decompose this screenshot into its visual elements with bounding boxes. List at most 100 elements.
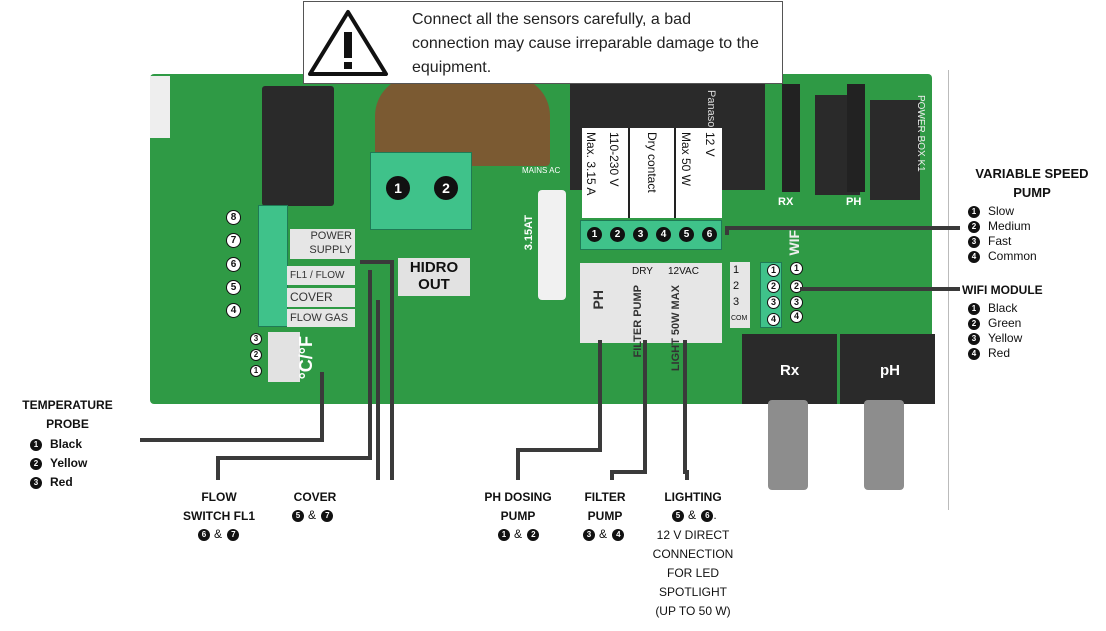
- lighting-amp: &: [688, 508, 697, 522]
- ph-dosing-title-2: PUMP: [500, 509, 536, 523]
- wifi-terminal-1: 1: [767, 264, 780, 277]
- wifi-label-1: 1: [733, 264, 740, 276]
- vsp-label-1: Slow: [988, 204, 1015, 218]
- wifi-terminal-3: 3: [767, 296, 780, 309]
- relay-terminal-3: 3: [633, 227, 648, 242]
- left-terminal-7: 7: [226, 233, 241, 248]
- filter-leader: [610, 340, 647, 480]
- filter-pump-title-1: FILTER: [584, 490, 626, 504]
- flow-pin-a: 6: [198, 528, 210, 541]
- left-terminal-block: [258, 205, 288, 327]
- cover-label: COVER: [287, 288, 355, 307]
- filter-pump-title-2: PUMP: [587, 509, 623, 523]
- wifi-module-title: WIFI MODULE: [962, 283, 1043, 297]
- rx-socket-label: Rx: [780, 362, 800, 379]
- relay-label-max315: Max. 3.15 A: [584, 132, 598, 196]
- power-supply-label: POWER SUPPLY: [290, 229, 355, 259]
- left-terminal-8: 8: [226, 210, 241, 225]
- white-connector: [150, 76, 170, 138]
- flow-leader: [216, 270, 372, 480]
- temp-probe-label-3: Red: [50, 475, 73, 489]
- ph-bnc-body: [864, 400, 904, 490]
- wifi-terminal-2: 2: [767, 280, 780, 293]
- wifi-label-2: 2: [733, 280, 740, 292]
- relay-terminal-2: 2: [610, 227, 625, 242]
- flow-switch-title-1: FLOW: [201, 490, 237, 504]
- wifi-num-3: 3: [968, 332, 980, 345]
- hidro-terminal-1: 1: [386, 176, 410, 200]
- rx-bnc-body: [768, 400, 808, 490]
- left-terminal-4: 4: [226, 303, 241, 318]
- vsp-label-3: Fast: [988, 234, 1012, 248]
- wifi-num-2: 2: [968, 317, 980, 330]
- temp-probe-label-2: Yellow: [50, 456, 88, 470]
- temp-terminal-2: 2: [250, 349, 262, 361]
- hidro-out-label-box: [398, 258, 470, 296]
- relay-bottom-panel: [580, 263, 722, 343]
- cover-amp: &: [308, 508, 317, 522]
- vsp-leader: [725, 226, 960, 235]
- warning-triangle-icon: [308, 10, 388, 76]
- module-component-2: [870, 100, 920, 200]
- cover-pins: 5& 7: [292, 508, 341, 523]
- vsp-item-3: 3 Fast: [968, 234, 1011, 249]
- temp-leader: [140, 372, 324, 442]
- relay-component: [262, 86, 334, 206]
- relay-terminal-5: 5: [679, 227, 694, 242]
- relay-label-panel: [582, 128, 722, 218]
- flow-amp: &: [214, 527, 223, 541]
- wifi-label-item-1: Black: [988, 301, 1018, 315]
- vsp-terminal-3: 3: [790, 296, 803, 309]
- lighting-note-2: CONNECTION: [652, 547, 734, 561]
- ph-header-label: PH: [846, 196, 862, 208]
- lighting-note-1: 12 V DIRECT: [656, 528, 730, 542]
- filter-pin-b: 4: [612, 528, 625, 541]
- temp-probe-title-2: PROBE: [46, 417, 89, 431]
- wifi-terminal-block: [760, 262, 782, 328]
- vsp-terminal-1: 1: [790, 262, 803, 275]
- vsp-title-1: VARIABLE SPEED: [975, 166, 1089, 181]
- flow-gas-label: FLOW GAS: [287, 309, 355, 327]
- relay-terminal-1: 1: [587, 227, 602, 242]
- vsp-num-3: 3: [968, 235, 980, 248]
- ph-pin-a: 1: [498, 528, 510, 541]
- ph-header: [847, 84, 865, 192]
- temp-probe-title-1: TEMPERATURE: [22, 398, 113, 412]
- left-terminal-5: 5: [226, 280, 241, 295]
- relay-divider-2: [674, 128, 676, 218]
- filter-amp: &: [599, 527, 608, 541]
- wifi-label-item-2: Green: [988, 316, 1022, 330]
- rx-header: [782, 84, 800, 192]
- relay-terminal-4: 4: [656, 227, 671, 242]
- wifi-label-3: 3: [733, 296, 740, 308]
- vsp-title-2: PUMP: [1013, 185, 1051, 200]
- wifi-terminal-labels: [730, 262, 750, 328]
- rx-header-label: RX: [778, 196, 794, 208]
- vsp-terminal-4: 4: [790, 310, 803, 323]
- hidro-out-label: HIDRO OUT: [409, 259, 459, 293]
- power-box-label: POWER BOX K1: [915, 95, 926, 172]
- ph-amp: &: [514, 527, 523, 541]
- temp-probe-label-1: Black: [50, 437, 83, 451]
- warning-box: Connect all the sensors carefully, a bad…: [303, 1, 783, 84]
- relay-divider-1: [628, 128, 630, 218]
- wifi-terminal-4: 4: [767, 313, 780, 326]
- lighting-note-4: SPOTLIGHT: [658, 585, 727, 599]
- relay-terminal-6: 6: [702, 227, 717, 242]
- flow-switch-pins: 6& 7: [198, 527, 247, 542]
- vsp-num-2: 2: [968, 220, 980, 233]
- relay-label-max50: Max 50 W: [679, 132, 693, 187]
- vsp-terminal-2: 2: [790, 280, 803, 293]
- flow-switch-title-2: SWITCH FL1: [183, 509, 255, 523]
- flow-pin-b: 7: [227, 528, 240, 541]
- light-leader: [683, 340, 689, 480]
- cover-pin-a: 5: [292, 509, 304, 522]
